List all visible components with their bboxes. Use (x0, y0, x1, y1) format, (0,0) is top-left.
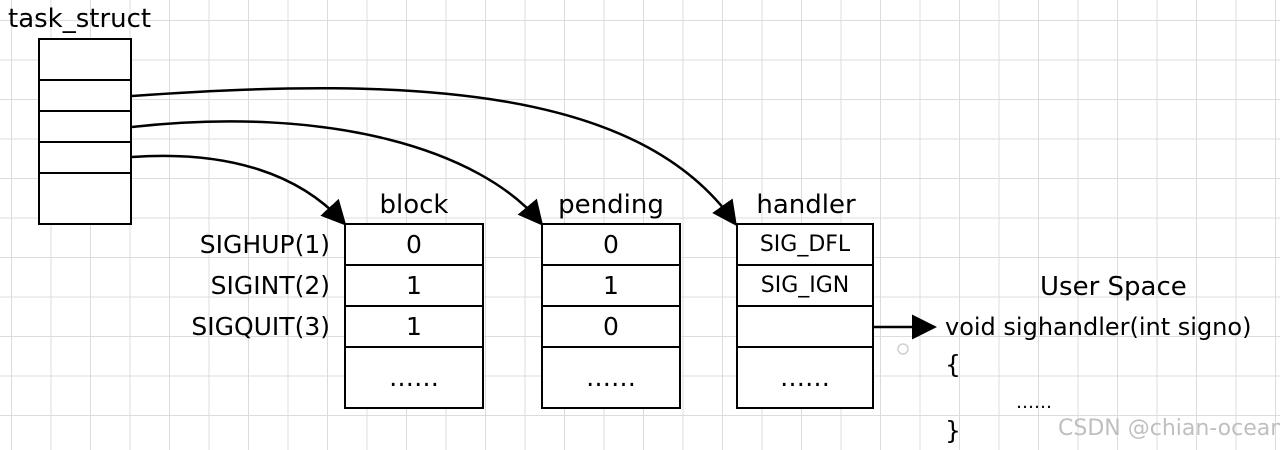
task-struct-field (40, 81, 130, 112)
arrow-to-pending (131, 120, 544, 226)
handler-cell: SIG_IGN (738, 266, 872, 307)
close-brace: } (945, 416, 961, 445)
user-space-title: User Space (1040, 272, 1187, 302)
handler-cell-more: …… (780, 363, 830, 392)
task-struct-box (38, 38, 132, 225)
small-circle-mark (897, 343, 909, 355)
handler-table: SIG_DFL SIG_IGN …… (736, 223, 874, 409)
block-cell: 1 (346, 266, 482, 307)
block-cell: 1 (346, 307, 482, 348)
pending-cell: 0 (543, 225, 679, 266)
task-struct-title: task_struct (8, 4, 152, 34)
handler-cell (738, 307, 872, 348)
arrow-to-handler (131, 86, 737, 227)
block-title: block (379, 190, 449, 220)
signal-label-sigquit: SIGQUIT(3) (191, 312, 330, 341)
open-brace: { (945, 350, 961, 379)
signal-label-sigint: SIGINT(2) (210, 271, 330, 300)
pending-title: pending (558, 190, 664, 220)
pending-cell-more: …… (586, 363, 636, 392)
handler-cell: SIG_DFL (738, 225, 872, 266)
block-table: 0 1 1 …… (344, 223, 484, 409)
pending-cell: 0 (543, 307, 679, 348)
csdn-watermark: CSDN @chian-ocean (1058, 416, 1280, 441)
pending-cell: 1 (543, 266, 679, 307)
sighandler-signature: void sighandler(int signo) (945, 313, 1252, 341)
task-struct-field (40, 174, 130, 224)
block-cell-more: …… (389, 363, 439, 392)
block-cell: 0 (346, 225, 482, 266)
function-body: …… (1016, 392, 1052, 413)
arrow-to-block (131, 154, 347, 226)
pending-table: 0 1 0 …… (541, 223, 681, 409)
task-struct-field (40, 143, 130, 174)
task-struct-field (40, 112, 130, 143)
signal-label-sighup: SIGHUP(1) (199, 230, 330, 259)
task-struct-field (40, 40, 130, 81)
handler-title: handler (756, 190, 856, 220)
